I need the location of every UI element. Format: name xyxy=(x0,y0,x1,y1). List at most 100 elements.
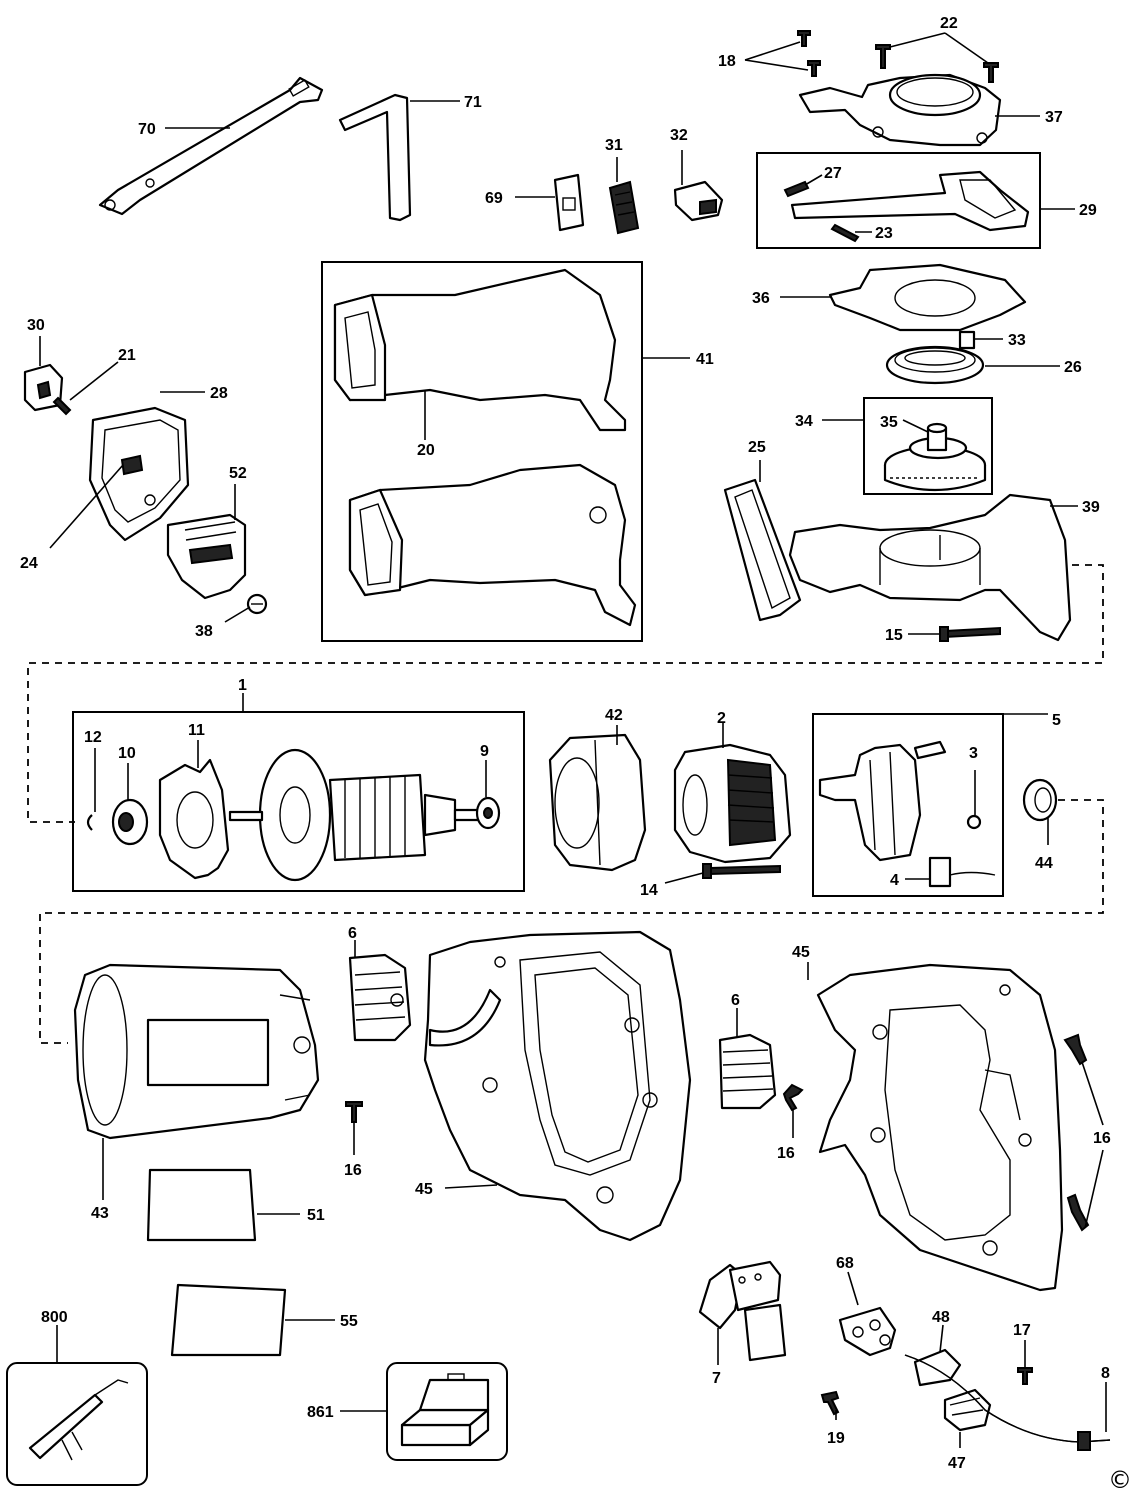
part-14-screw xyxy=(702,863,781,879)
callout-5: 5 xyxy=(1052,712,1061,729)
callout-16-left: 16 xyxy=(344,1162,362,1179)
callout-33: 33 xyxy=(1008,332,1026,349)
accessory-box-800 xyxy=(6,1362,148,1486)
part-9-bearing xyxy=(475,796,501,830)
part-38-screw xyxy=(246,593,268,615)
part-44-bearing-cap xyxy=(1022,778,1058,822)
callout-23: 23 xyxy=(875,225,893,242)
part-7-switch-cover xyxy=(698,1260,787,1362)
part-30-switch-knob xyxy=(23,363,64,412)
part-armature xyxy=(228,748,482,882)
callout-44: 44 xyxy=(1035,855,1053,872)
part-800-grease-gun xyxy=(28,1379,129,1461)
callout-4: 4 xyxy=(890,872,899,889)
part-33-pin xyxy=(958,330,976,350)
part-15-screw xyxy=(939,626,1001,642)
part-4-brush xyxy=(928,856,996,888)
part-6-vent-cover-left xyxy=(348,953,412,1042)
part-68-terminal-block xyxy=(838,1306,897,1357)
callout-68: 68 xyxy=(836,1255,854,1272)
part-16-screws-right xyxy=(1063,1033,1090,1232)
connector-dashed-line-top xyxy=(27,564,1104,823)
callout-41: 41 xyxy=(696,351,714,368)
callout-69: 69 xyxy=(485,190,503,207)
part-17-screw xyxy=(1017,1367,1033,1385)
part-19-screw xyxy=(820,1390,840,1416)
assembly-box-34 xyxy=(863,397,993,495)
part-26-bearing xyxy=(885,345,985,385)
callout-37: 37 xyxy=(1045,109,1063,126)
part-12-retaining-ring xyxy=(86,814,93,831)
connector-dashed-line-middle xyxy=(39,799,1104,1044)
part-16-screw-left xyxy=(345,1101,363,1123)
callout-28: 28 xyxy=(210,385,228,402)
part-23-pin xyxy=(830,223,860,243)
callout-26: 26 xyxy=(1064,359,1082,376)
callout-45-left: 45 xyxy=(415,1181,433,1198)
part-16-screw-middle xyxy=(782,1083,804,1112)
part-71-hex-key xyxy=(338,93,412,222)
callout-32: 32 xyxy=(670,127,688,144)
part-18-screws xyxy=(797,30,821,77)
part-5-brush-holder xyxy=(818,740,947,862)
part-32-brush-holder xyxy=(673,180,724,222)
part-69-label-plate xyxy=(553,173,585,232)
callout-1: 1 xyxy=(238,677,247,694)
part-70-wrench xyxy=(98,76,324,216)
part-3-spring xyxy=(966,814,982,830)
callout-8: 8 xyxy=(1101,1365,1110,1382)
callout-19: 19 xyxy=(827,1430,845,1447)
callout-861: 861 xyxy=(307,1404,334,1421)
part-39-gear-case xyxy=(788,493,1072,642)
callout-6-left: 6 xyxy=(348,925,357,942)
part-8-power-cord xyxy=(904,1354,1111,1451)
callout-24: 24 xyxy=(20,555,38,572)
callout-800: 800 xyxy=(41,1309,68,1326)
part-45-housing-right xyxy=(816,963,1064,1292)
callout-14: 14 xyxy=(640,882,658,899)
callout-43: 43 xyxy=(91,1205,109,1222)
part-47-strain-relief xyxy=(943,1388,992,1432)
callout-9: 9 xyxy=(480,743,489,760)
part-6-vent-cover-right xyxy=(718,1033,777,1110)
callout-11: 11 xyxy=(188,722,205,739)
callout-29: 29 xyxy=(1079,202,1097,219)
callout-55: 55 xyxy=(340,1313,358,1330)
callout-22: 22 xyxy=(940,15,958,32)
callout-3: 3 xyxy=(969,745,978,762)
part-36-gasket xyxy=(828,263,1027,332)
callout-34: 34 xyxy=(795,413,813,430)
part-45-housing-left xyxy=(423,930,692,1242)
callout-2: 2 xyxy=(717,710,726,727)
callout-38: 38 xyxy=(195,623,213,640)
callout-7: 7 xyxy=(712,1370,721,1387)
part-861-carry-case xyxy=(400,1373,490,1447)
callout-36: 36 xyxy=(752,290,770,307)
part-2-field xyxy=(673,743,792,864)
callout-6-right: 6 xyxy=(731,992,740,1009)
assembly-box-1 xyxy=(72,711,525,892)
callout-42: 42 xyxy=(605,707,623,724)
callout-71: 71 xyxy=(464,94,482,111)
part-35-pin xyxy=(926,422,948,452)
part-28-switch-housing xyxy=(88,406,190,542)
part-27-pin xyxy=(783,180,810,198)
callout-31: 31 xyxy=(605,137,623,154)
part-37-gear-cover xyxy=(798,73,1002,147)
part-42-fan-baffle xyxy=(548,733,647,872)
callout-27: 27 xyxy=(824,165,842,182)
part-41-handle-half-lower xyxy=(348,463,637,627)
callout-45-right: 45 xyxy=(792,944,810,961)
callout-47: 47 xyxy=(948,1455,966,1472)
part-20-handle-half-upper xyxy=(333,268,627,432)
assembly-box-41 xyxy=(321,261,643,642)
part-52-switch xyxy=(166,513,247,600)
callout-52: 52 xyxy=(229,465,247,482)
callout-12: 12 xyxy=(84,729,102,746)
callout-20: 20 xyxy=(417,442,435,459)
part-11-baffle xyxy=(158,758,230,880)
callout-15: 15 xyxy=(885,627,903,644)
part-25-gasket xyxy=(723,478,802,622)
part-31-brush-spring xyxy=(608,180,640,235)
